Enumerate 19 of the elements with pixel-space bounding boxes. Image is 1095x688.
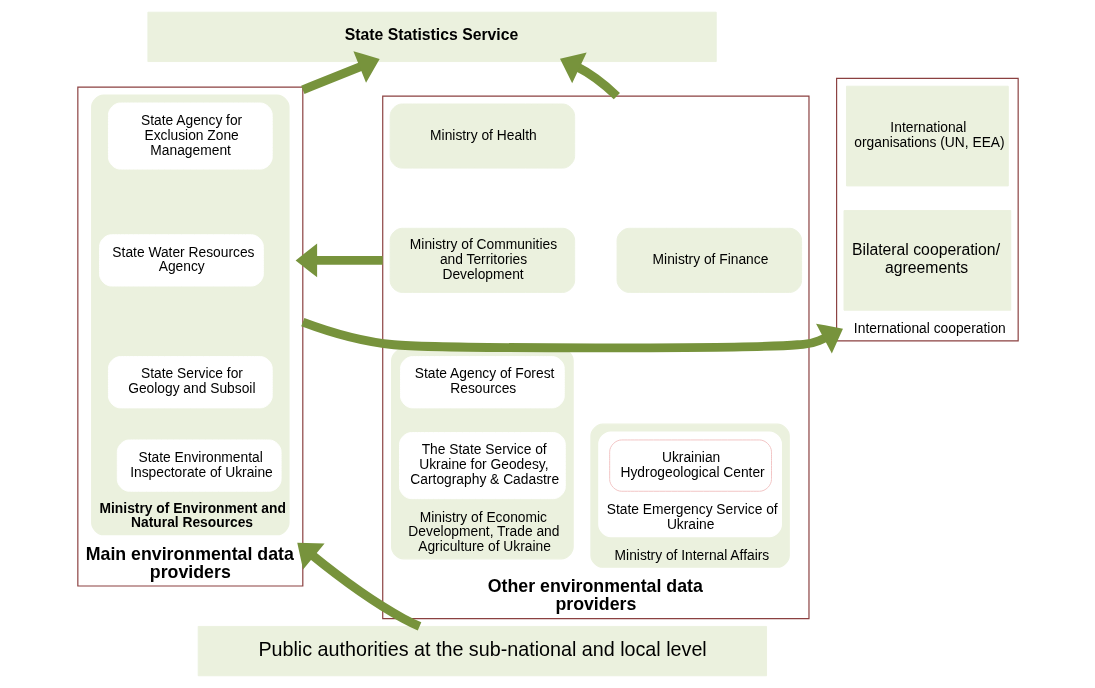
- node-box: The State Service of Ukraine for Geodesy, Cartography & Cadastre: [398, 432, 566, 500]
- node-box: Ministry of Communities and Territories Development: [389, 227, 575, 293]
- arrow: [559, 52, 620, 100]
- node-box: State Agency for Exclusion Zone Management: [107, 102, 273, 170]
- node-box: Public authorities at the sub-national and local level: [197, 625, 767, 677]
- node-box: State Statistics Service: [146, 11, 717, 63]
- node-box: Bilateral cooperation/ agreements: [843, 210, 1011, 311]
- arrow: [300, 317, 843, 354]
- node-box: Ukrainian Hydrogeological Center: [608, 439, 772, 492]
- node-box: Ministry of Finance: [616, 227, 802, 293]
- arrow: [296, 542, 421, 631]
- node-box: State Agency of Forest Resources: [399, 356, 565, 409]
- node-box: State Environmental Inspectorate of Ukraine: [116, 439, 282, 492]
- node-box: State Water Resources Agency: [98, 234, 264, 287]
- node-box: Ministry of Health: [389, 103, 575, 169]
- node-box: International organisations (UN, EEA): [845, 85, 1009, 187]
- node-box: State Service for Geology and Subsoil: [107, 356, 273, 409]
- arrow: [295, 243, 383, 278]
- arrow: [300, 51, 380, 94]
